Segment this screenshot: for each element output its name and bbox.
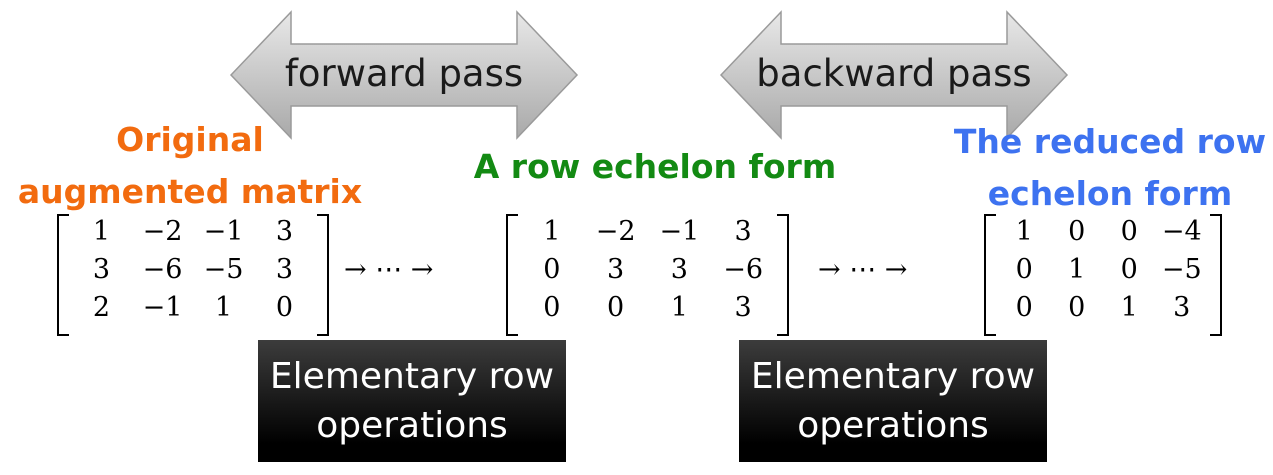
operations-line1: Elementary row (750, 356, 1036, 397)
matrix-cell: 0 (1068, 292, 1086, 323)
matrix-cell: 0 (607, 292, 625, 323)
left-bracket (57, 214, 69, 336)
first-arrow-chain: → ⋯ → (344, 254, 434, 285)
matrix-cell: 1 (1120, 292, 1138, 323)
matrix-cell: 0 (275, 292, 294, 323)
double-arrow-icon (229, 10, 579, 140)
forward-pass-arrow: forward pass (229, 10, 579, 140)
operations-line2: operations (797, 405, 989, 446)
matrix-cell: 0 (543, 292, 561, 323)
matrix-cell: −2 (595, 216, 636, 247)
matrix-cell: 3 (92, 254, 111, 285)
original-heading-line2: augmented matrix (17, 172, 363, 211)
backward-pass-label: backward pass (756, 52, 1032, 95)
original-matrix: 1 −2 −1 3 3 −6 −5 3 2 −1 1 0 (57, 214, 329, 336)
operations-line1: Elementary row (269, 356, 555, 397)
matrix-cell: 0 (1015, 292, 1033, 323)
matrix-cell: 1 (1068, 254, 1086, 285)
matrix-cell: 0 (543, 254, 561, 285)
left-bracket (506, 214, 518, 336)
echelon-form-heading: A row echelon form (455, 141, 855, 193)
matrix-cell: −2 (142, 216, 183, 247)
operations-line2: operations (316, 405, 508, 446)
matrix-cell: −6 (723, 254, 764, 285)
forward-operations-box: Elementary row operations (258, 340, 566, 462)
matrix-cell: 3 (734, 216, 752, 247)
backward-operations-box: Elementary row operations (739, 340, 1047, 462)
echelon-matrix: 1 −2 −1 3 0 3 3 −6 0 0 1 3 (506, 214, 789, 336)
matrix-cell: 0 (1015, 254, 1033, 285)
double-arrow-icon (719, 10, 1069, 140)
right-bracket (317, 214, 329, 336)
matrix-cell: 3 (607, 254, 625, 285)
matrix-cell: 1 (92, 216, 111, 247)
matrix-cell: 0 (1120, 216, 1138, 247)
matrix-cell: 1 (670, 292, 688, 323)
matrix-cell: −1 (142, 292, 183, 323)
reduced-form-heading: The reduced row echelon form (940, 116, 1273, 220)
original-heading-line1: Original (116, 120, 264, 159)
matrix-cell: 1 (1015, 216, 1033, 247)
reduced-heading-line2: echelon form (987, 174, 1233, 213)
matrix-cell: −1 (659, 216, 700, 247)
right-bracket (777, 214, 789, 336)
matrix-cell: 3 (1173, 292, 1191, 323)
left-bracket (984, 214, 996, 336)
forward-pass-label: forward pass (284, 52, 524, 95)
matrix-cell: 0 (1120, 254, 1138, 285)
right-bracket (1210, 214, 1222, 336)
original-matrix-heading: Original augmented matrix (10, 114, 370, 218)
matrix-cell: −5 (1161, 254, 1202, 285)
matrix-cell: 3 (734, 292, 752, 323)
matrix-cell: 2 (92, 292, 111, 323)
matrix-cell: 1 (543, 216, 561, 247)
matrix-cell: −6 (142, 254, 183, 285)
echelon-heading-line: A row echelon form (473, 147, 837, 186)
backward-pass-arrow: backward pass (719, 10, 1069, 140)
second-arrow-chain: → ⋯ → (818, 254, 908, 285)
matrix-cell: −5 (203, 254, 244, 285)
matrix-cell: 3 (275, 254, 294, 285)
matrix-cell: −4 (1161, 216, 1202, 247)
matrix-cell: 3 (275, 216, 294, 247)
matrix-cell: 3 (670, 254, 688, 285)
matrix-cell: −1 (203, 216, 244, 247)
reduced-matrix: 1 0 0 −4 0 1 0 −5 0 0 1 3 (984, 214, 1222, 336)
matrix-cell: 0 (1068, 216, 1086, 247)
reduced-heading-line1: The reduced row (953, 122, 1267, 161)
matrix-cell: 1 (214, 292, 233, 323)
